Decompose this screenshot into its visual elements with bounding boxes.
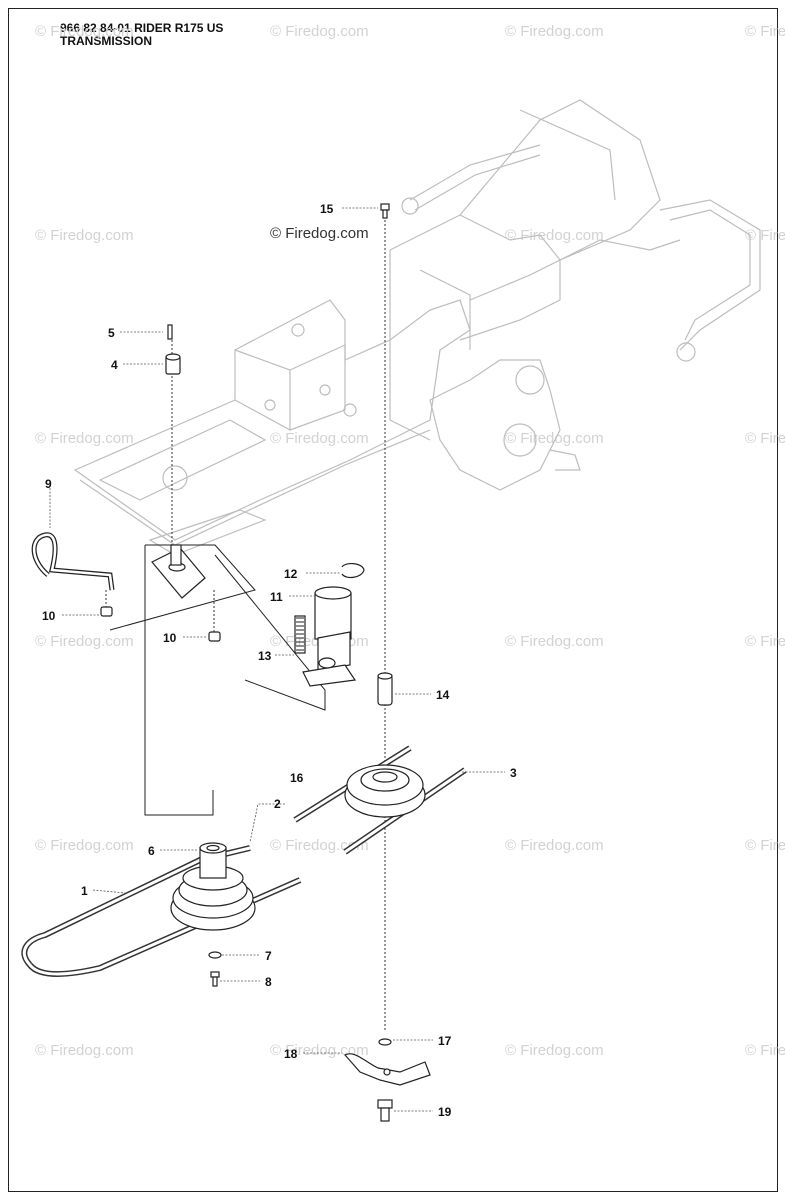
watermark: © Firedog.com — [745, 227, 785, 244]
washer-17 — [378, 1038, 392, 1046]
sleeve-arm-11 — [302, 586, 357, 687]
title-block: 966 82 84-01 RIDER R175 US TRANSMISSION — [60, 22, 223, 48]
callout-2: 2 — [274, 797, 281, 811]
watermark: © Firedog.com — [745, 430, 785, 447]
title-part-number: 966 82 84-01 RIDER R175 US — [60, 21, 224, 35]
watermark: © Firedog.com — [35, 430, 134, 447]
title-section: TRANSMISSION — [60, 34, 153, 48]
bolt-15 — [380, 203, 390, 219]
pin-5 — [167, 324, 173, 340]
callout-13: 13 — [258, 649, 272, 663]
watermark: © Firedog.com — [745, 837, 785, 854]
nut-10a — [100, 606, 113, 617]
watermark: © Firedog.com — [35, 837, 134, 854]
washer-7 — [208, 951, 222, 959]
callout-19: 19 — [438, 1105, 452, 1119]
watermark: © Firedog.com — [745, 633, 785, 650]
watermark: © Firedog.com — [505, 633, 604, 650]
callout-11: 11 — [270, 590, 283, 604]
clip-12 — [341, 563, 365, 579]
callout-1: 1 — [81, 884, 88, 898]
watermark: © Firedog.com — [745, 23, 785, 40]
pulley-16 — [344, 764, 426, 818]
watermark: © Firedog.com — [745, 1042, 785, 1059]
callout-17: 17 — [438, 1034, 452, 1048]
callout-12: 12 — [284, 567, 298, 581]
callout-16: 16 — [290, 771, 304, 785]
watermark: © Firedog.com — [270, 1042, 369, 1059]
bolt-19 — [377, 1099, 393, 1122]
plate-18 — [344, 1053, 431, 1086]
callout-8: 8 — [265, 975, 272, 989]
chassis-frame — [73, 99, 761, 556]
watermark: © Firedog.com — [505, 227, 604, 244]
callout-15: 15 — [320, 202, 334, 216]
belt-1 — [21, 845, 302, 977]
callout-14: 14 — [436, 688, 450, 702]
watermark-dark: © Firedog.com — [270, 225, 369, 242]
callout-5: 5 — [108, 326, 115, 340]
watermark: © Firedog.com — [35, 227, 134, 244]
diagram-frame — [8, 8, 778, 1192]
callout-labels: 15 5 4 9 12 11 10 10 13 14 16 3 2 6 1 7 … — [42, 202, 517, 1119]
watermark: © Firedog.com — [270, 430, 369, 447]
callout-4: 4 — [111, 358, 118, 372]
watermark: © Firedog.com — [35, 633, 134, 650]
rod-9 — [31, 532, 115, 591]
callout-10b: 10 — [163, 631, 177, 645]
leader-lines — [49, 207, 505, 1112]
watermark: © Firedog.com — [505, 23, 604, 40]
assembly-axis — [109, 220, 386, 1030]
watermark-layer: © Firedog.com © Firedog.com © Firedog.co… — [35, 23, 785, 1059]
callout-6: 6 — [148, 844, 155, 858]
watermark: © Firedog.com — [505, 430, 604, 447]
screw-8 — [210, 971, 220, 987]
callout-7: 7 — [265, 949, 272, 963]
callout-3: 3 — [510, 766, 517, 780]
callout-18: 18 — [284, 1047, 298, 1061]
bracket-plate — [151, 544, 206, 599]
hub-6 — [199, 842, 227, 879]
watermark: © Firedog.com — [505, 1042, 604, 1059]
bushing-4 — [165, 353, 181, 375]
nut-10b — [208, 631, 221, 642]
watermark: © Firedog.com — [505, 837, 604, 854]
watermark: © Firedog.com — [270, 23, 369, 40]
callout-10a: 10 — [42, 609, 56, 623]
callout-9: 9 — [45, 477, 52, 491]
spring-13 — [294, 615, 306, 654]
watermark: © Firedog.com — [35, 23, 134, 40]
spacer-14 — [377, 672, 393, 706]
watermark: © Firedog.com — [35, 1042, 134, 1059]
